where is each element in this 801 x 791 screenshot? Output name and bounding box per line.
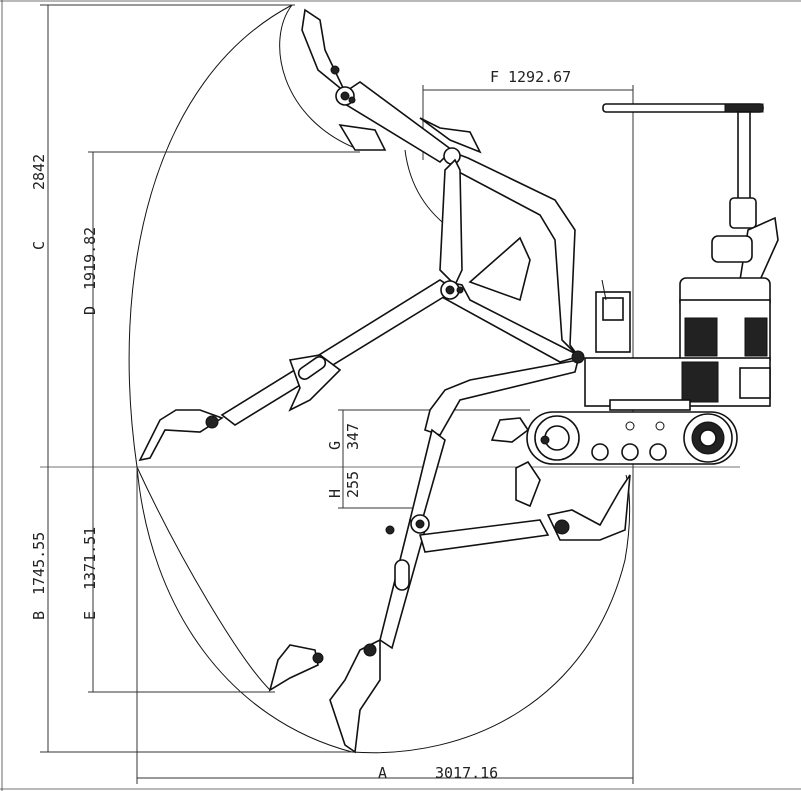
arm-pose-mid: [138, 158, 583, 462]
dimension-d-value: 1919.82: [81, 227, 99, 290]
dimension-b-letter: B: [30, 611, 48, 620]
dimension-b: B 1745.55: [30, 467, 49, 752]
dimension-b-value: 1745.55: [30, 532, 48, 595]
dimension-e: E 1371.51: [81, 467, 275, 693]
dimension-e-value: 1371.51: [81, 527, 99, 590]
dimension-a: A 3017.16: [136, 85, 634, 784]
dimension-f: F 1292.67: [422, 68, 633, 160]
arm-pose-low: [268, 358, 631, 754]
dimension-c-value: 2842: [30, 154, 48, 190]
working-range-envelope: [128, 4, 631, 754]
excavator-body: [584, 103, 779, 411]
dimension-h-letter: H: [326, 489, 344, 498]
dimension-h-value: 255: [344, 471, 362, 498]
dimension-d-letter: D: [81, 306, 99, 315]
dimension-g-letter: G: [326, 441, 344, 450]
dimension-h: H 255: [326, 467, 420, 509]
arm-pose-top: [301, 8, 579, 357]
undercarriage: [490, 411, 738, 508]
dimension-e-letter: E: [81, 611, 99, 620]
dimension-d: D 1919.82: [81, 151, 360, 467]
dimension-f-letter: F: [490, 68, 499, 86]
dimension-g-value: 347: [344, 423, 362, 450]
dimension-f-value: 1292.67: [508, 68, 571, 86]
dimension-a-letter: A: [378, 764, 387, 782]
dimension-a-value: 3017.16: [435, 764, 498, 782]
dimension-c-letter: C: [30, 241, 48, 250]
pin-markers: [330, 65, 585, 535]
